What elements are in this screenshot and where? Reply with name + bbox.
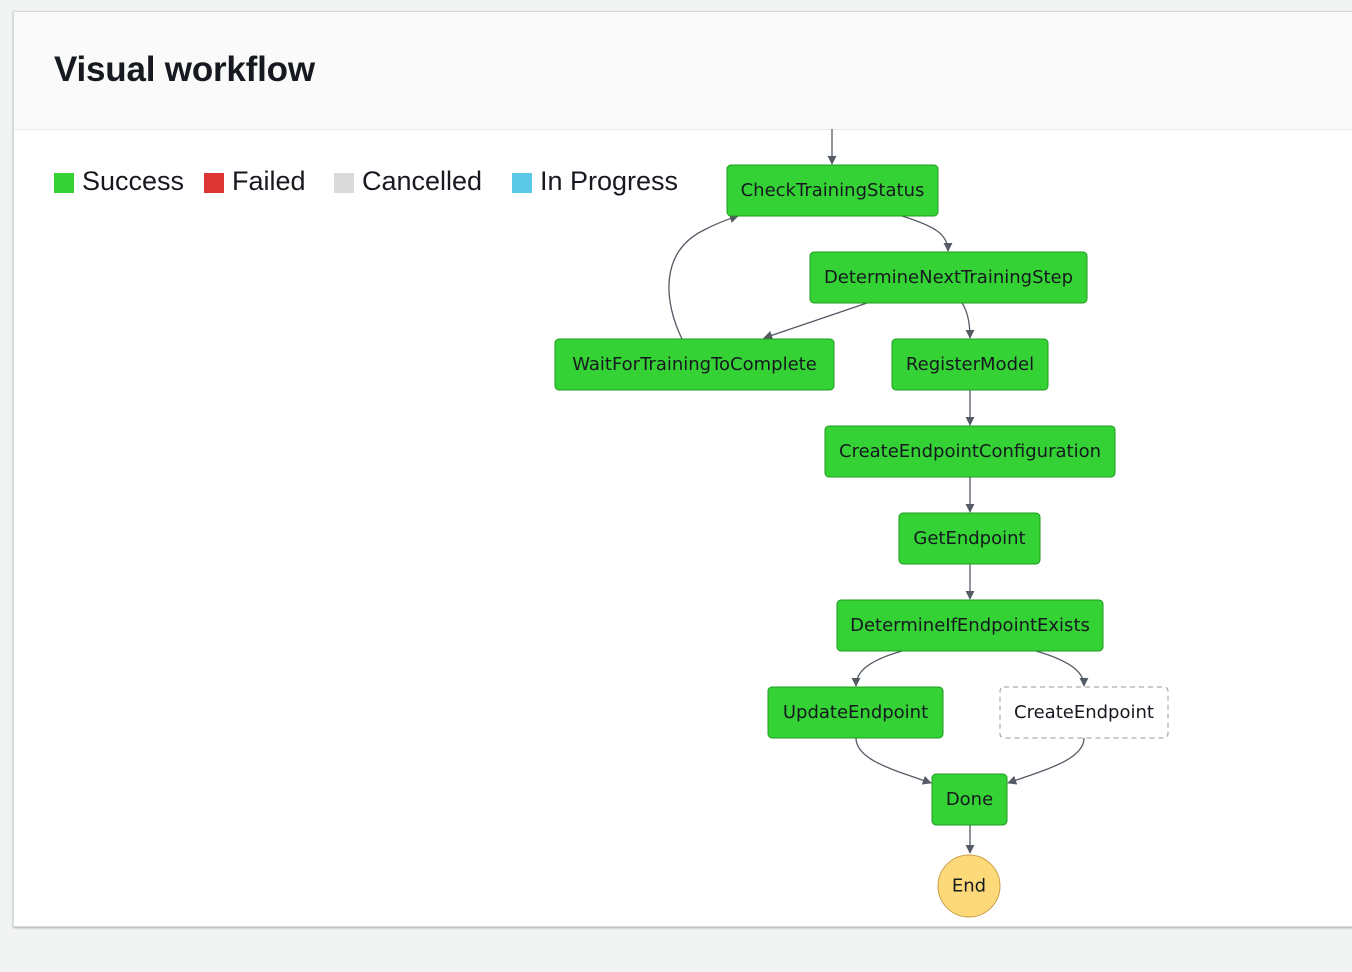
- legend-label-success: Success: [82, 166, 185, 196]
- state-wait-for-training-to-complete[interactable]: WaitForTrainingToComplete: [554, 338, 835, 391]
- transition-create-endpoint-to-done: [1007, 737, 1085, 785]
- state-label: CreateEndpointConfiguration: [839, 441, 1101, 462]
- state-box: [809, 251, 1088, 304]
- legend-label-cancelled: Cancelled: [362, 166, 483, 196]
- state-box: [999, 686, 1169, 739]
- legend-swatch-failed: [204, 173, 224, 193]
- transition-determine-if-endpoint-exists-to-update-endpoint: [851, 650, 903, 687]
- end-node-circle: [937, 854, 1001, 918]
- state-determine-if-endpoint-exists[interactable]: DetermineIfEndpointExists: [836, 599, 1104, 652]
- legend-swatch-success: [54, 173, 74, 193]
- state-box: [726, 164, 939, 217]
- workflow-graph[interactable]: CheckTrainingStatusDetermineNextTraining…: [14, 12, 1352, 926]
- state-label: End: [952, 876, 986, 897]
- legend-label-in-progress: In Progress: [540, 166, 679, 196]
- state-label: DetermineNextTrainingStep: [824, 267, 1073, 288]
- state-label: Done: [946, 789, 993, 810]
- state-box: [554, 338, 835, 391]
- state-create-endpoint-configuration[interactable]: CreateEndpointConfiguration: [824, 425, 1116, 478]
- legend-swatch-cancelled: [334, 173, 354, 193]
- state-box: [898, 512, 1041, 565]
- transition-determine-next-training-step-to-register-model: [961, 302, 975, 339]
- state-box: [767, 686, 944, 739]
- state-done[interactable]: Done: [931, 773, 1008, 826]
- state-box: [891, 338, 1049, 391]
- state-label: CreateEndpoint: [1014, 702, 1154, 723]
- state-update-endpoint[interactable]: UpdateEndpoint: [767, 686, 944, 739]
- legend-swatch-in-progress: [512, 173, 532, 193]
- workflow-transitions: [668, 129, 1089, 854]
- visual-workflow-panel: Visual workflow Success Failed Cancelled…: [13, 11, 1352, 927]
- transition-determine-next-training-step-to-wait-for-training-to-complete: [763, 302, 868, 340]
- state-label: GetEndpoint: [913, 528, 1025, 549]
- state-label: DetermineIfEndpointExists: [850, 615, 1090, 636]
- state-label: CheckTrainingStatus: [741, 180, 925, 201]
- state-register-model[interactable]: RegisterModel: [891, 338, 1049, 391]
- workflow-states: CheckTrainingStatusDetermineNextTraining…: [554, 164, 1169, 918]
- state-label: WaitForTrainingToComplete: [572, 354, 817, 375]
- transition-wait-for-training-to-complete-to-check-training-status: [668, 214, 739, 340]
- state-end[interactable]: End: [937, 854, 1001, 918]
- state-box: [931, 773, 1008, 826]
- state-get-endpoint[interactable]: GetEndpoint: [898, 512, 1041, 565]
- transition-check-training-status-to-determine-next-training-step: [901, 215, 953, 252]
- state-box: [836, 599, 1104, 652]
- transition-determine-if-endpoint-exists-to-create-endpoint: [1035, 650, 1089, 687]
- state-label: UpdateEndpoint: [783, 702, 928, 723]
- state-box: [824, 425, 1116, 478]
- legend-label-failed: Failed: [232, 166, 306, 196]
- panel-title: Visual workflow: [54, 50, 315, 89]
- panel-header: Visual workflow: [14, 12, 1352, 130]
- state-label: RegisterModel: [906, 354, 1034, 375]
- state-check-training-status[interactable]: CheckTrainingStatus: [726, 164, 939, 217]
- state-create-endpoint[interactable]: CreateEndpoint: [999, 686, 1169, 739]
- transition-update-endpoint-to-done: [855, 737, 932, 785]
- state-determine-next-training-step[interactable]: DetermineNextTrainingStep: [809, 251, 1088, 304]
